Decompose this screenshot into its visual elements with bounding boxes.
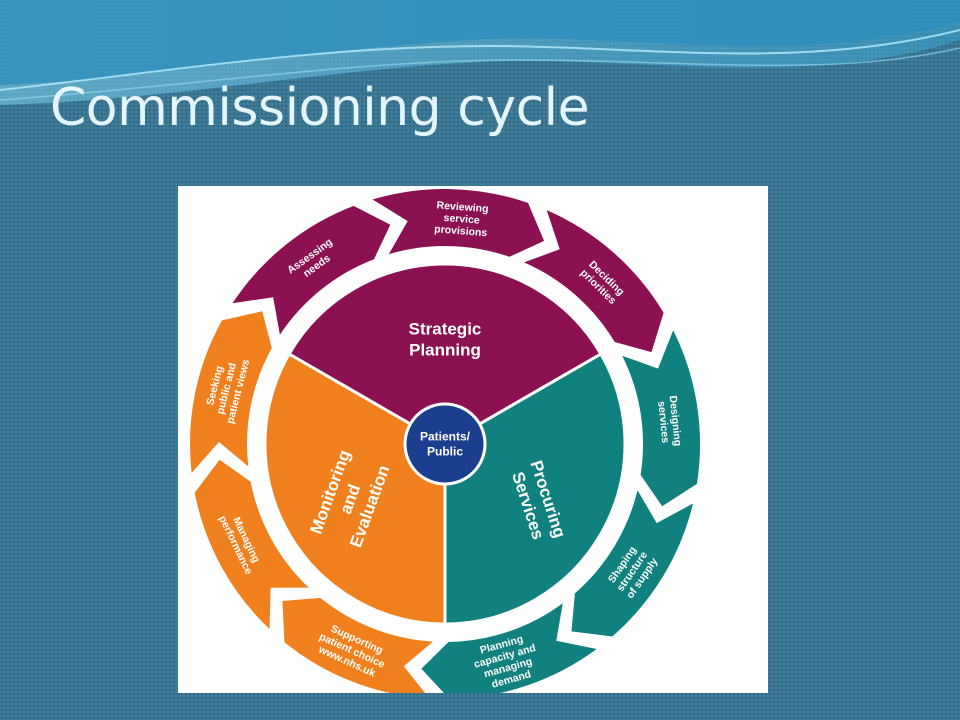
cycle-step-arrow (282, 597, 433, 693)
cycle-step-arrow (194, 459, 309, 629)
cycle-step-arrow (524, 210, 664, 353)
cycle-step-label: Reviewingserviceprovisions (434, 199, 490, 239)
header-wave-decoration (0, 0, 960, 105)
sector-2 (263, 351, 447, 626)
cycle-step-arrow (232, 205, 391, 335)
cycle-step-arrow (571, 490, 693, 637)
sector-1 (443, 351, 627, 626)
cycle-step-arrow (189, 311, 272, 473)
cycle-step-arrow (421, 603, 597, 693)
commissioning-cycle-diagram: ReviewingserviceprovisionsDecidingpriori… (189, 189, 701, 693)
cycle-step-label: Designingservices (655, 395, 684, 448)
cycle-step-label: Planningcapacity andmanagingdemand (469, 630, 543, 693)
cycle-step-label: Seekingpublic andpatient views (201, 352, 252, 425)
cycle-step-arrow (622, 330, 701, 507)
center-label-patients-public: Patients/Public (420, 430, 471, 459)
slide-title: Commissioning cycle (50, 78, 590, 138)
center-circle (403, 402, 487, 486)
cycle-step-arrow (372, 189, 545, 257)
